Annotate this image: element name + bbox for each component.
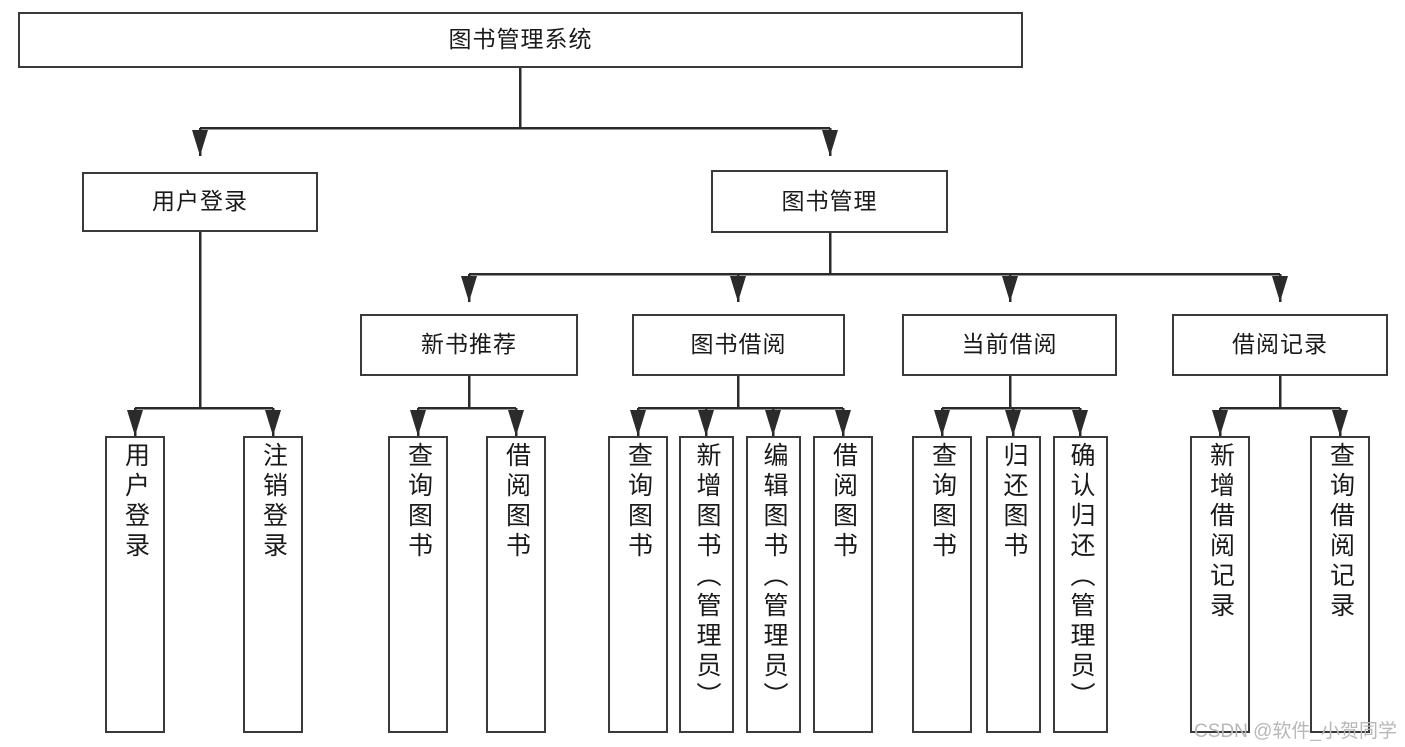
node-current-borrowing[interactable]: 当前借阅	[902, 314, 1117, 376]
node-label: 查询图书	[624, 442, 653, 562]
node-book-management[interactable]: 图书管理	[711, 170, 948, 233]
node-book-borrowing[interactable]: 图书借阅	[632, 314, 845, 376]
node-label: 用户登录	[121, 442, 150, 562]
node-leaf-user-login[interactable]: 用户登录	[105, 436, 165, 733]
node-label: 编辑图书（管理员）	[760, 442, 788, 712]
node-leaf-query-book-current[interactable]: 查询图书	[912, 436, 972, 733]
node-label: 查询图书	[404, 442, 433, 562]
node-label: 新增借阅记录	[1206, 442, 1235, 622]
node-label: 新增图书（管理员）	[693, 442, 721, 712]
node-leaf-logout[interactable]: 注销登录	[243, 436, 303, 733]
node-label: 归还图书	[1000, 442, 1028, 562]
node-label: 注销登录	[259, 442, 288, 562]
node-label: 新书推荐	[421, 331, 517, 358]
node-leaf-query-book-recommendation[interactable]: 查询图书	[388, 436, 448, 733]
node-leaf-query-book-borrowing[interactable]: 查询图书	[608, 436, 668, 733]
node-new-book-recommendation[interactable]: 新书推荐	[360, 314, 578, 376]
node-label: 查询借阅记录	[1326, 442, 1355, 622]
node-label: 当前借阅	[961, 331, 1058, 358]
node-leaf-return-book[interactable]: 归还图书	[986, 436, 1041, 733]
node-label: 借阅图书	[829, 442, 858, 562]
node-borrowing-record[interactable]: 借阅记录	[1172, 314, 1388, 376]
node-label: 借阅记录	[1232, 331, 1328, 358]
node-label: 用户登录	[152, 188, 248, 215]
node-label: 查询图书	[928, 442, 957, 562]
node-user-login[interactable]: 用户登录	[82, 172, 318, 232]
node-root-system[interactable]: 图书管理系统	[18, 12, 1023, 68]
node-leaf-query-borrowing-record[interactable]: 查询借阅记录	[1310, 436, 1370, 733]
node-leaf-borrow-book-borrowing[interactable]: 借阅图书	[813, 436, 873, 733]
node-label: 借阅图书	[502, 442, 531, 562]
node-leaf-add-borrowing-record[interactable]: 新增借阅记录	[1190, 436, 1250, 733]
node-leaf-confirm-return-admin[interactable]: 确认归还（管理员）	[1053, 436, 1108, 733]
node-label: 确认归还（管理员）	[1067, 442, 1095, 712]
node-label: 图书管理系统	[448, 26, 593, 53]
node-leaf-edit-book-admin[interactable]: 编辑图书（管理员）	[746, 436, 801, 733]
node-leaf-add-book-admin[interactable]: 新增图书（管理员）	[679, 436, 734, 733]
node-label: 图书借阅	[690, 331, 787, 358]
node-leaf-borrow-book-recommendation[interactable]: 借阅图书	[486, 436, 546, 733]
node-label: 图书管理	[781, 187, 878, 214]
csdn-watermark: CSDN @软件_小贺同学	[1194, 721, 1397, 742]
